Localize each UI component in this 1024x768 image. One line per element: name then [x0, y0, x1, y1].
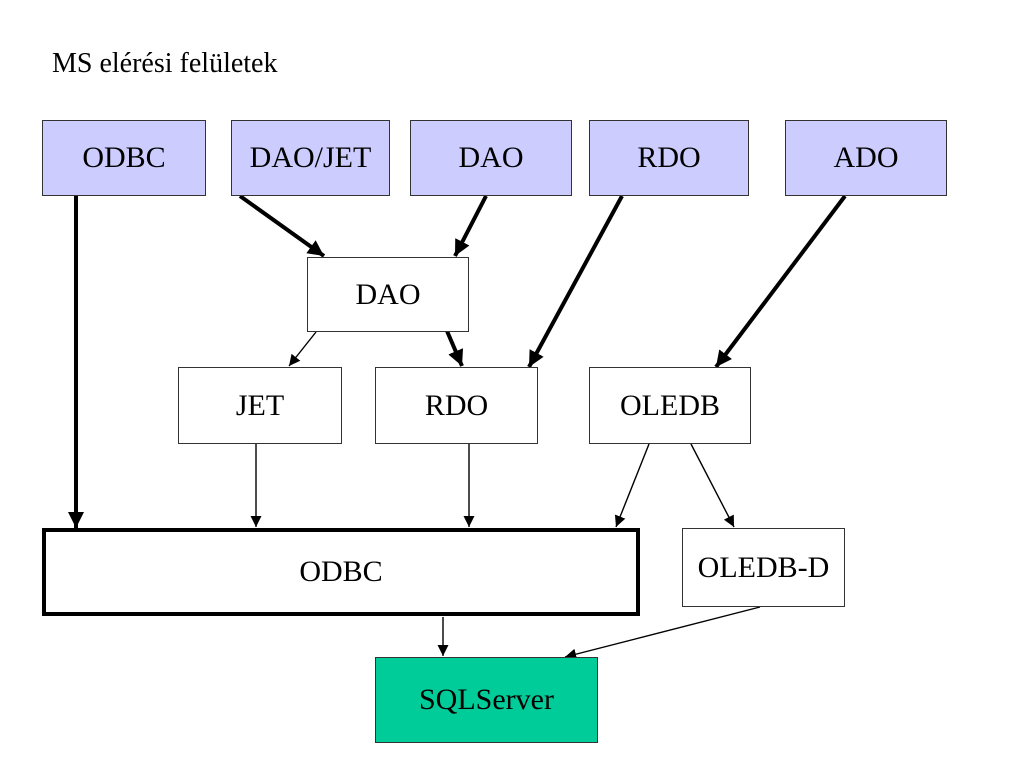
edge-daojet-to-dao	[238, 194, 326, 258]
oledb-d-box: OLEDB-D	[682, 528, 845, 607]
diagram-title: MS elérési felületek	[52, 48, 278, 79]
mid-oledb-box: OLEDB	[589, 367, 751, 444]
edge-ado-to-oledb	[714, 194, 847, 369]
edge-dao-to-dao	[453, 195, 488, 257]
mid-jet-box: JET	[178, 367, 342, 444]
edge-dao-to-rdo	[445, 330, 464, 367]
odbc-main-box: ODBC	[42, 528, 640, 616]
api-ado-box: ADO	[785, 120, 947, 196]
mid-rdo-box: RDO	[375, 367, 538, 444]
api-odbc-box: ODBC	[42, 120, 206, 196]
api-rdo-box: RDO	[589, 120, 749, 196]
edge-oledb-d-to-sqlserver	[564, 606, 761, 660]
edge-oledb-to-odbc-main	[614, 443, 650, 528]
mid-dao-box: DAO	[307, 257, 469, 332]
sqlserver-box: SQLServer	[375, 657, 598, 743]
edge-oledb-to-oledb-d	[690, 443, 735, 528]
edge-rdo-to-rdo	[527, 195, 624, 368]
api-dao-box: DAO	[410, 120, 572, 196]
edge-dao-to-jet	[288, 331, 317, 367]
api-daojet-box: DAO/JET	[231, 120, 390, 196]
